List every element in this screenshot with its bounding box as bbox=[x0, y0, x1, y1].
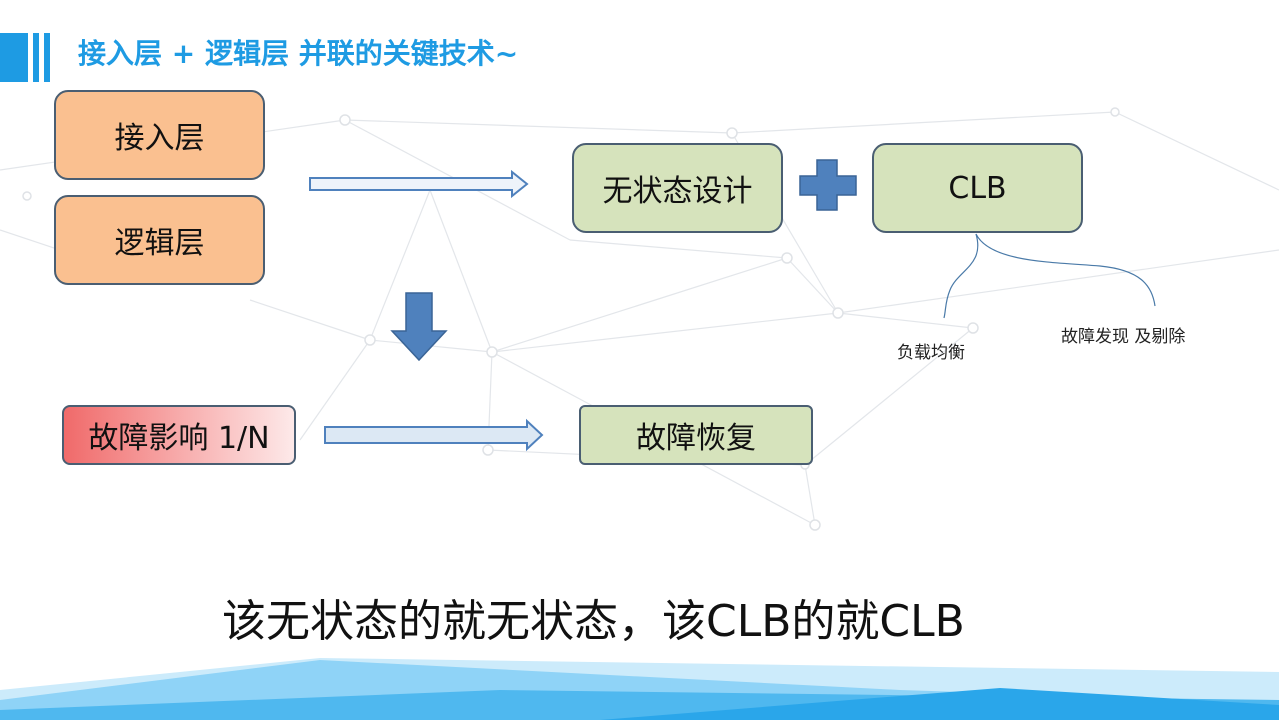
slide-caption: 该无状态的就无状态，该CLB的就CLB bbox=[222, 596, 965, 647]
logic-layer-box: 逻辑层 bbox=[54, 195, 265, 285]
stateless-design-box: 无状态设计 bbox=[572, 143, 783, 233]
fault-impact-box: 故障影响 1/N bbox=[62, 405, 296, 465]
access-layer-label: 接入层 bbox=[114, 121, 205, 156]
load-balancing-label: 负载均衡 bbox=[897, 343, 965, 363]
fault-recovery-label: 故障恢复 bbox=[636, 421, 756, 456]
slide-title: 接入层 + 逻辑层 并联的关键技术~ bbox=[78, 37, 519, 70]
clb-box: CLB bbox=[872, 143, 1083, 233]
fault-detection-label: 故障发现 及剔除 bbox=[1061, 327, 1186, 347]
logic-layer-label: 逻辑层 bbox=[114, 226, 205, 261]
access-layer-box: 接入层 bbox=[54, 90, 265, 180]
fault-recovery-box: 故障恢复 bbox=[579, 405, 813, 465]
clb-label: CLB bbox=[948, 170, 1007, 206]
fault-impact-label: 故障影响 1/N bbox=[88, 421, 270, 456]
stateless-design-label: 无状态设计 bbox=[602, 174, 753, 209]
